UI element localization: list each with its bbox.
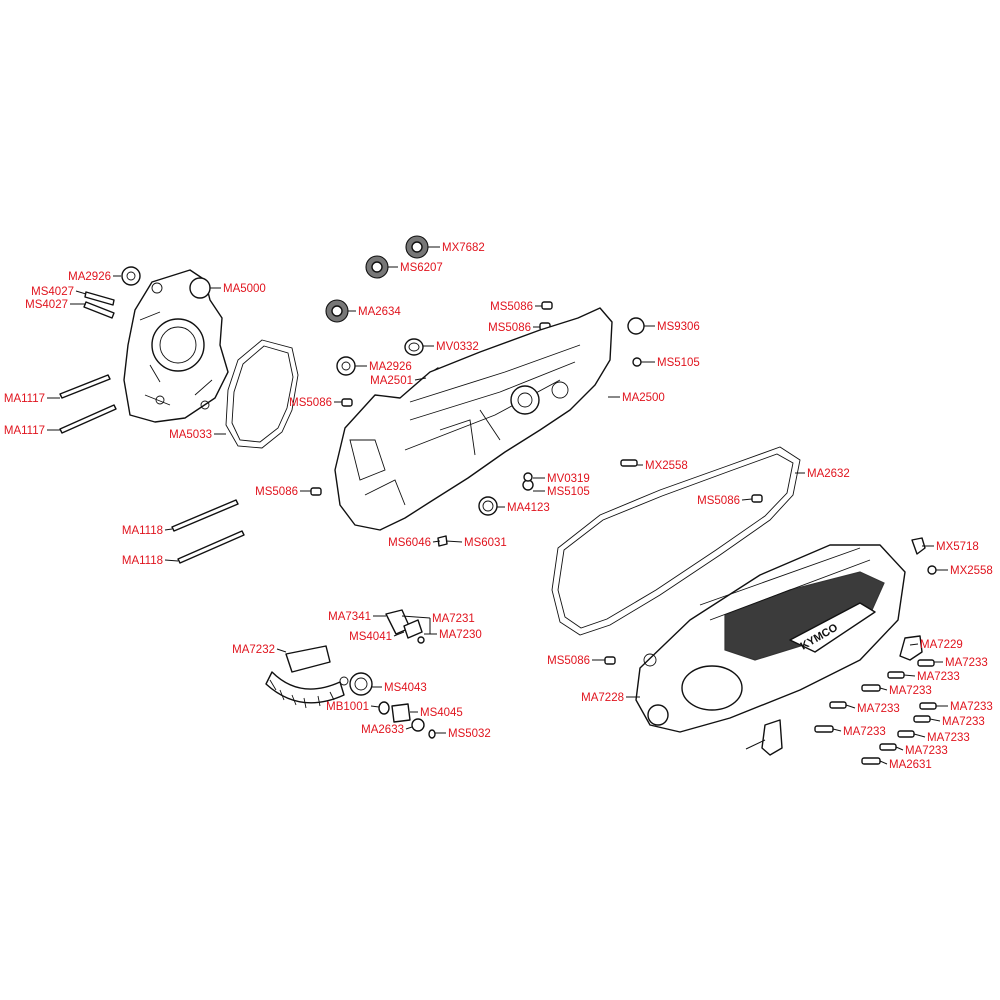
part-label: MA7230 <box>439 629 482 641</box>
part-label: MA2500 <box>622 392 665 404</box>
part-label: MA1117 <box>4 425 45 437</box>
leader-lines <box>47 246 948 765</box>
part-label: MA7233 <box>857 703 900 715</box>
part-label: MA7228 <box>581 692 624 704</box>
part-label: MA7231 <box>432 613 475 625</box>
part-label: MA7233 <box>942 716 985 728</box>
part-label: MV0332 <box>436 341 479 353</box>
part-label: MS6207 <box>400 262 443 274</box>
part-label: MA2501 <box>370 375 413 387</box>
left-crankcase-drawing <box>123 269 229 423</box>
part-label: MS5105 <box>547 486 590 498</box>
part-label: MS5105 <box>657 357 700 369</box>
part-label: MS5086 <box>490 301 533 313</box>
part-label: MX7682 <box>442 242 485 254</box>
part-label: MA2926 <box>68 271 111 283</box>
stud-drawings <box>59 291 245 564</box>
part-label: MA5033 <box>169 429 212 441</box>
part-label: MS5086 <box>488 322 531 334</box>
part-label: MS4041 <box>349 631 392 643</box>
part-label: MA7233 <box>843 726 886 738</box>
cover-bolt-drawings <box>761 635 937 765</box>
part-label: MS5032 <box>448 728 491 740</box>
part-label: MA1118 <box>122 555 163 567</box>
part-label: MA7233 <box>889 685 932 697</box>
part-label: MS4027 <box>31 286 74 298</box>
part-label: MS4045 <box>420 707 463 719</box>
part-label: MB1001 <box>326 701 369 713</box>
clutch-cover-drawing: KYMCO <box>635 544 906 733</box>
part-label: MA1118 <box>122 525 163 537</box>
part-label: MA2926 <box>369 361 412 373</box>
gasket-drawing <box>225 339 299 449</box>
part-label: MA7233 <box>927 732 970 744</box>
part-label: MA2631 <box>889 759 932 771</box>
part-label: MA2633 <box>361 724 404 736</box>
part-label: MS9306 <box>657 321 700 333</box>
part-labels: MA2926 MS4027 MS4027 MA5000 MA1117 MA111… <box>4 242 993 771</box>
part-label: MA7233 <box>905 745 948 757</box>
part-label: MX2558 <box>950 565 993 577</box>
part-label: MX5718 <box>936 541 979 553</box>
part-label: MA7232 <box>232 644 275 656</box>
part-label: MS4043 <box>384 682 427 694</box>
part-label: MA7341 <box>328 611 371 623</box>
kickstart-drawing <box>265 609 436 739</box>
part-label: MA7229 <box>920 639 963 651</box>
part-label: MS5086 <box>697 495 740 507</box>
part-label: MA7233 <box>945 657 988 669</box>
part-label: MS6046 <box>388 537 431 549</box>
part-label: MA7233 <box>917 671 960 683</box>
part-label: MA5000 <box>223 283 266 295</box>
cover-gasket-drawing <box>551 446 801 636</box>
part-label: MA7233 <box>950 701 993 713</box>
part-label: MA1117 <box>4 393 45 405</box>
part-label: MA4123 <box>507 502 550 514</box>
part-label: MA2632 <box>807 468 850 480</box>
part-label: MX2558 <box>645 460 688 472</box>
part-label: MS4027 <box>25 299 68 311</box>
part-label: MV0319 <box>547 473 590 485</box>
part-label: MS5086 <box>547 655 590 667</box>
part-label: MS6031 <box>464 537 507 549</box>
part-label: MS5086 <box>255 486 298 498</box>
part-label: MS5086 <box>289 397 332 409</box>
right-crankcase-drawing <box>334 307 613 531</box>
bearing-drawings <box>121 235 645 516</box>
part-label: MA2634 <box>358 306 401 318</box>
